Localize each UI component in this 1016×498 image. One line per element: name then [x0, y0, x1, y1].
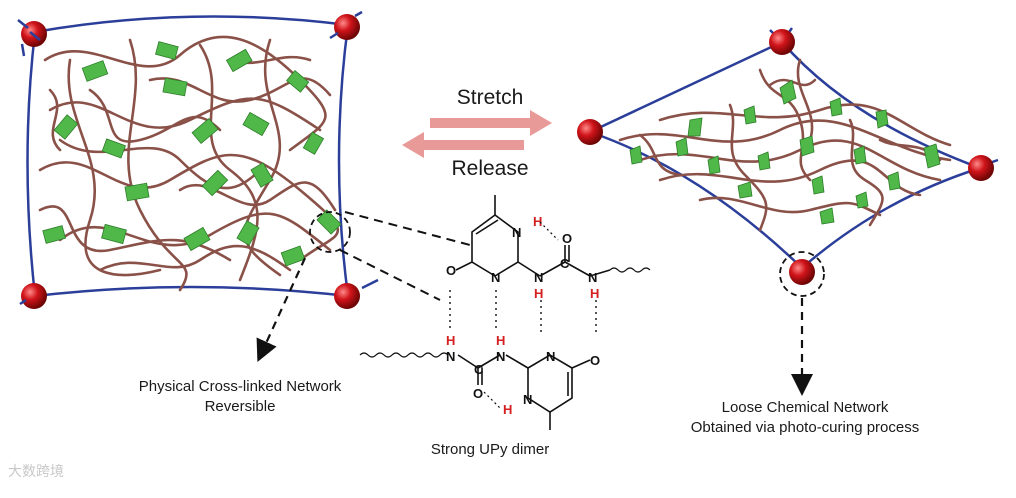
- right-crosslinks: [629, 79, 941, 225]
- left-caption-arrow: [256, 257, 307, 363]
- atom-h-upper-amine: H: [534, 286, 543, 301]
- upy-dimer: O N H N N H O N H H: [359, 195, 651, 430]
- node-right: [968, 155, 994, 181]
- left-network-caption-line1: Physical Cross-linked Network: [138, 378, 342, 395]
- atom-n-lower-terminal: N: [446, 349, 455, 364]
- atom-n-upper-ring-bottom: N: [491, 270, 500, 285]
- node-top: [769, 29, 795, 55]
- atom-h-lower-amine: H: [496, 333, 505, 348]
- atom-h-lower-ring-bottom: H: [503, 402, 512, 417]
- node-top-right: [334, 14, 360, 40]
- node-bottom-left: [21, 283, 47, 309]
- right-network: [577, 27, 999, 396]
- zoom-lines: [339, 211, 471, 301]
- equilibrium-arrows: [402, 110, 552, 158]
- atom-n-upper-amine: N: [534, 270, 543, 285]
- atom-o-lower-right: O: [590, 353, 600, 368]
- atom-o-upper-left: O: [446, 263, 456, 278]
- node-bottom: [789, 259, 815, 285]
- right-network-caption-line2: Obtained via photo-curing process: [690, 419, 920, 436]
- atom-n-lower-ring-bottom: N: [523, 392, 532, 407]
- atom-c-lower: C: [474, 362, 484, 377]
- stretch-arrow: [430, 110, 552, 136]
- atom-h-upper-ring-top: H: [533, 214, 542, 229]
- release-label: Release: [451, 157, 529, 180]
- atom-c-upper: C: [560, 256, 570, 271]
- left-network: [17, 10, 379, 309]
- right-polymer-chains: [618, 58, 952, 232]
- atom-n-lower-amine: N: [496, 349, 505, 364]
- release-arrow: [402, 132, 524, 158]
- left-crosslinks: [42, 41, 342, 267]
- dimer-caption: Strong UPy dimer: [430, 441, 550, 458]
- right-network-caption-line1: Loose Chemical Network: [721, 399, 889, 416]
- atom-n-upper-ring-top: N: [512, 225, 521, 240]
- left-zoom-circle: [309, 211, 351, 253]
- atom-o-upper-carbonyl: O: [562, 231, 572, 246]
- atom-n-lower-ring-top: N: [546, 349, 555, 364]
- left-network-caption-line2: Reversible: [204, 398, 276, 415]
- atom-h-lower-terminal: H: [446, 333, 455, 348]
- stretch-label: Stretch: [456, 86, 524, 109]
- node-bottom-right: [334, 283, 360, 309]
- atom-n-upper-terminal: N: [588, 270, 597, 285]
- right-zoom-circle: [779, 251, 825, 297]
- watermark: 大数跨境: [8, 464, 64, 480]
- node-left: [577, 119, 603, 145]
- atom-o-lower-carbonyl: O: [473, 386, 483, 401]
- atom-h-upper-terminal: H: [590, 286, 599, 301]
